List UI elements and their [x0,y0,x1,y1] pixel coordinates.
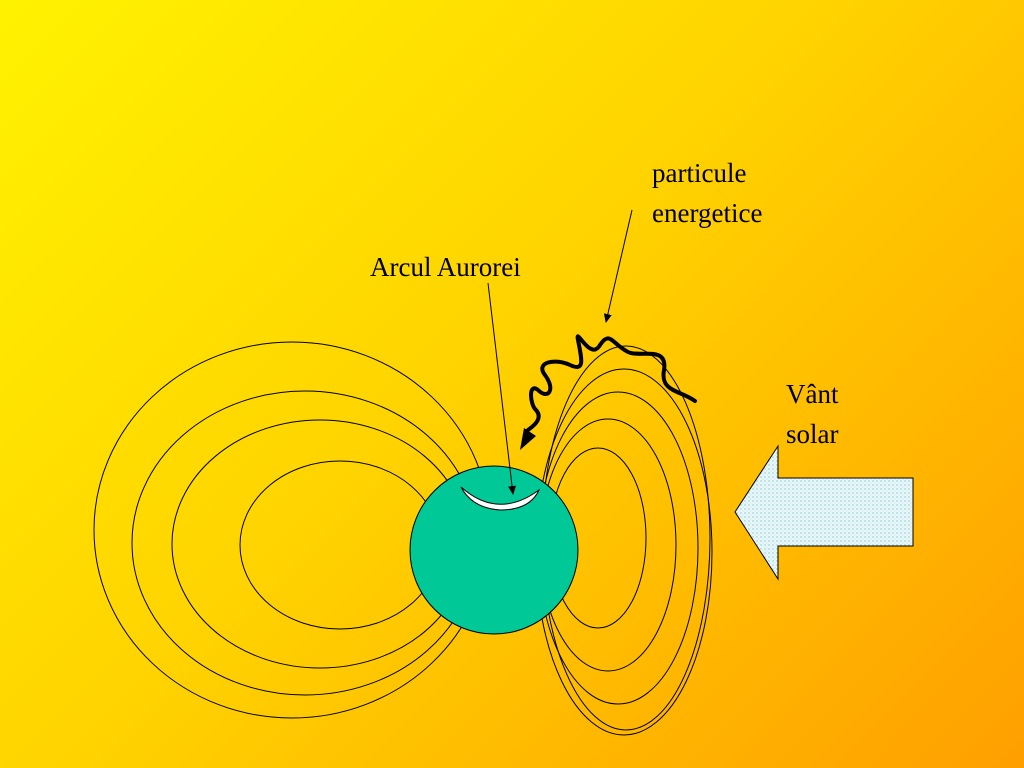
earth [409,465,579,635]
energetic-particles-wave [526,334,697,432]
particule-label-line1: particule [652,158,747,188]
aurora-arc [460,486,541,511]
arcul-pointer-arrow [487,282,517,495]
vant-label-line1: Vânt [786,379,839,409]
particule-energetice-label: particule energetice [652,153,762,233]
vant-solar-label: Vânt solar [786,374,838,454]
particule-label-line2: energetice [652,198,763,228]
particule-pointer-arrow [603,209,633,323]
vant-label-line2: solar [786,419,839,449]
arcul-label-text: Arcul Aurorei [370,252,521,282]
arcul-aurorei-label: Arcul Aurorei [370,247,521,287]
particles-arrowhead [520,428,536,450]
solar-wind-arrow [734,444,914,581]
